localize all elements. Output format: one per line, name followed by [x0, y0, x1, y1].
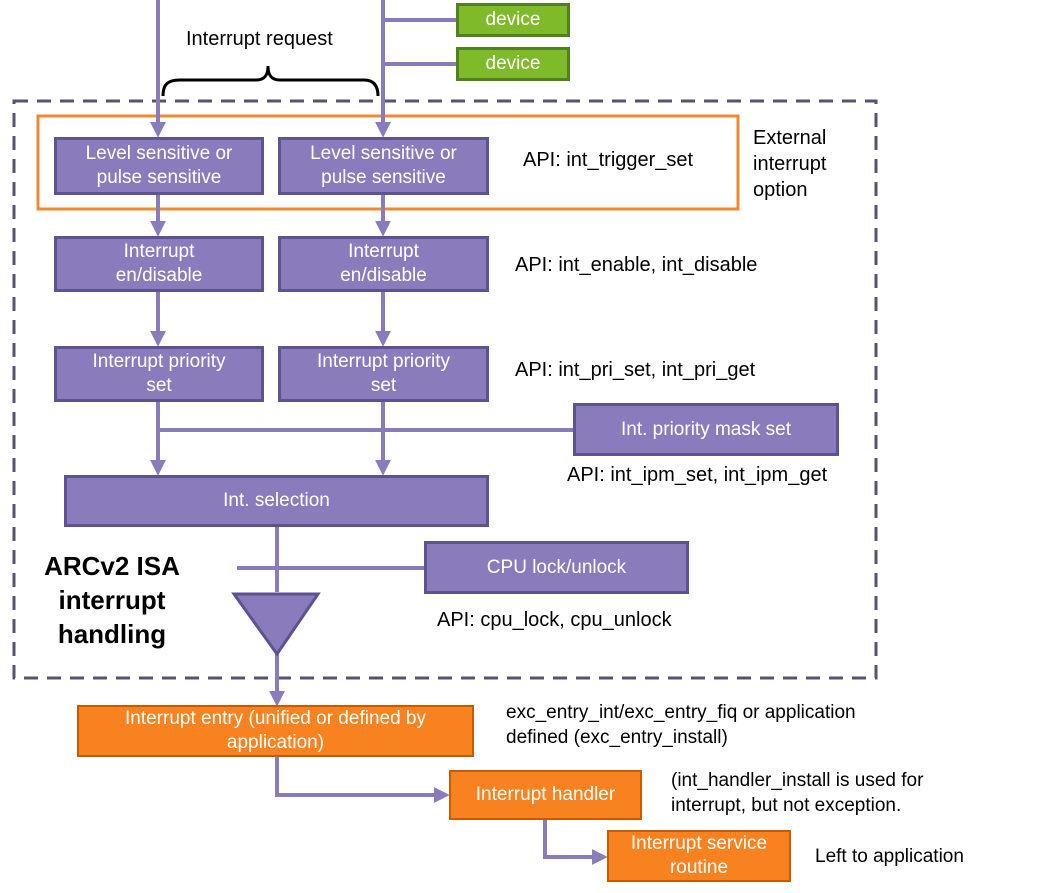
interrupt-request-brace [161, 65, 380, 97]
external-option-label: External interrupt option [753, 127, 827, 201]
gate-triangle [231, 592, 321, 657]
level-sensitive-box: Level sensitive or pulse sensitive [278, 137, 489, 195]
isr-box: Interrupt service routine [607, 830, 791, 882]
api-ipm-label: API: int_ipm_set, int_ipm_get [567, 464, 828, 486]
en-disable-box: Interrupt en/disable [54, 236, 264, 292]
priority-mask-box: Int. priority mask set [573, 403, 839, 456]
en-disable-box: Interrupt en/disable [278, 236, 489, 292]
api-trigger-label: API: int_trigger_set [523, 149, 694, 171]
interrupt-entry-box: Interrupt entry (unified or defined by a… [77, 705, 474, 757]
device-box: device [456, 47, 570, 81]
isa-boundary [12, 99, 878, 680]
cpu-lock-box: CPU lock/unlock [424, 541, 689, 594]
handler-to-isr [543, 820, 608, 865]
api-entry-label: exc_entry_int/exc_entry_fiq or applicati… [506, 702, 856, 748]
flow-lines [150, 0, 608, 865]
api-cpu-label: API: cpu_lock, cpu_unlock [437, 609, 672, 631]
level-sensitive-box: Level sensitive or pulse sensitive [54, 137, 264, 195]
api-isr-label: Left to application [815, 846, 964, 867]
api-priority-label: API: int_pri_set, int_pri_get [515, 359, 756, 381]
interrupt-handler-box: Interrupt handler [449, 770, 642, 820]
priority-set-box: Interrupt priority set [278, 346, 489, 402]
api-handler-label: (int_handler_install is used for interru… [671, 770, 924, 816]
priority-set-box: Interrupt priority set [54, 346, 264, 402]
entry-to-handler [275, 757, 450, 803]
api-enable-label: API: int_enable, int_disable [515, 254, 758, 276]
selection-box: Int. selection [64, 475, 489, 527]
device-box: device [456, 3, 570, 37]
interrupt-request-label: Interrupt request [186, 28, 333, 50]
isa-title: ARCv2 ISA interrupt handling [44, 551, 180, 649]
external-option-frame [36, 114, 740, 211]
